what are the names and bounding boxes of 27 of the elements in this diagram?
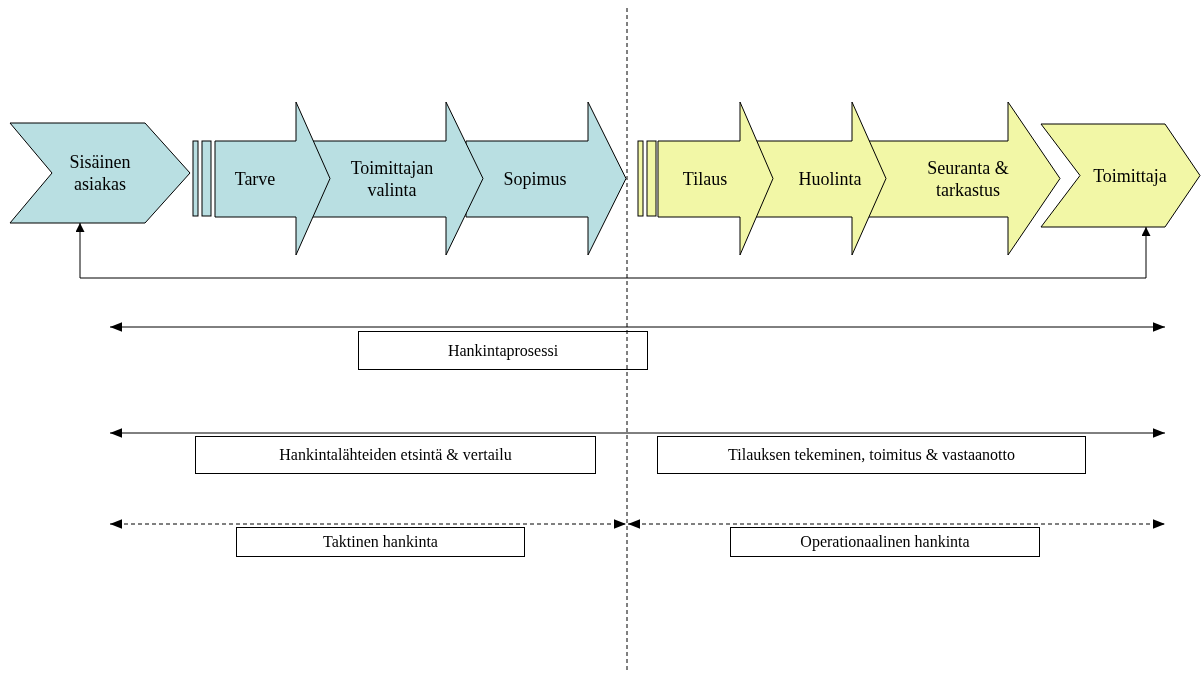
label-box [236,527,525,557]
node-label: Huolinta [797,167,863,190]
process-step [658,102,773,255]
chevron-shape [10,123,190,223]
node-label: Toimittajan valinta [349,156,435,201]
label-box [730,527,1040,557]
label-box [657,436,1086,474]
process-step [466,102,626,255]
process-step [868,102,1060,255]
chevron-shape [1041,124,1200,227]
node-label: Hankintaprosessi [446,340,560,362]
label-box [358,331,648,370]
node-label: Hankintalähteiden etsintä & vertailu [278,445,513,465]
node-label: Taktinen hankinta [322,532,439,552]
node-label: Sopimus [502,167,568,190]
node-label: Tilaus [681,167,729,190]
node-label: Operationaalinen hankinta [799,532,971,553]
connector-arrow [75,222,1151,279]
label-box [195,436,596,474]
process-step [312,102,483,255]
node-label: Seuranta & tarkastus [926,156,1010,201]
node-label: Toimittaja [1092,164,1168,187]
node-label: Tilauksen tekeminen, toimitus & vastaanotto [727,445,1016,465]
process-step [755,102,886,255]
process-step [215,102,330,255]
node-label: Tarve [233,167,277,190]
node-label: Sisäinen asiakas [68,151,132,195]
